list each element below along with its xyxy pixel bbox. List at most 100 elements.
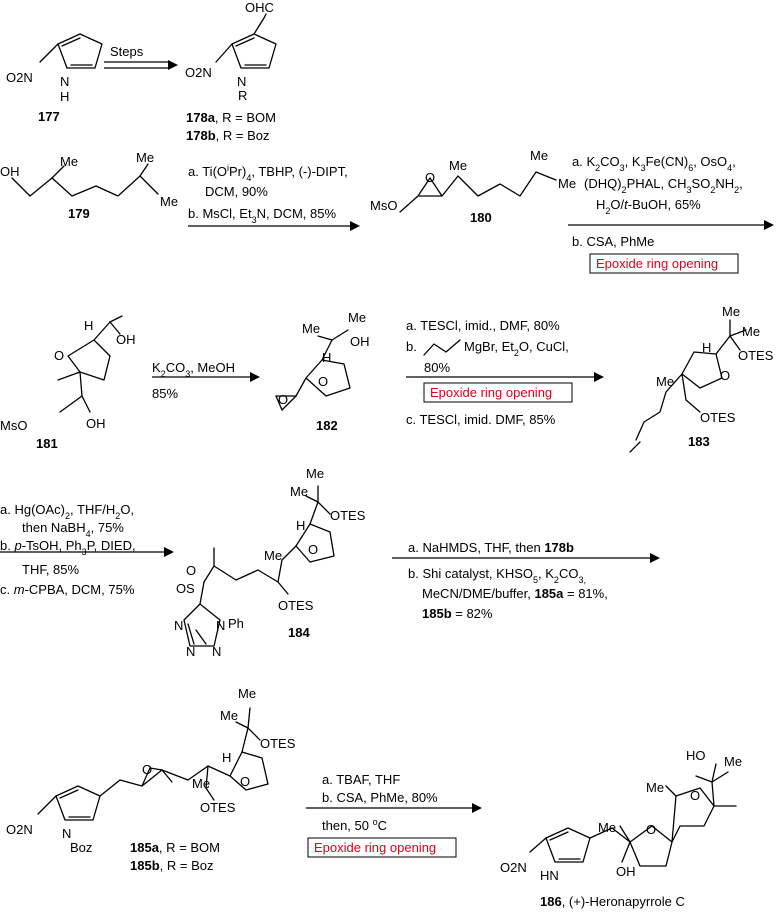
step-line: b. (406, 339, 417, 354)
atom-me: Me (264, 548, 282, 563)
atom-n: N (186, 644, 195, 659)
highlight-epoxide-ring-opening: Epoxide ring opening (430, 385, 552, 400)
atom-n: N (216, 618, 225, 633)
atom-o: O (142, 762, 152, 777)
label-185b: 185b (130, 858, 160, 873)
atom-o: O (186, 563, 196, 578)
atom-me: Me (238, 686, 256, 701)
atom-otes: OTES (200, 800, 236, 815)
atom-o: O (54, 348, 64, 363)
step-line: a. Hg(OAc)2, THF/H2O, (0, 502, 134, 521)
svg-text:178a, R = BOM: 178a, R = BOM (186, 110, 276, 125)
atom-ohc: OHC (245, 0, 274, 15)
atom-o: O (278, 392, 288, 407)
atom-otes: OTES (738, 348, 774, 363)
step-line: a. K2CO3, K3Fe(CN)6, OsO4, (572, 154, 736, 173)
svg-text:178b, R = Boz: 178b, R = Boz (186, 128, 269, 143)
step-1: Steps (104, 44, 178, 70)
atom-ph: Ph (228, 616, 244, 631)
highlight-box (423, 382, 573, 403)
step-line: then NaBH4, 75% (22, 520, 124, 539)
compound-label: 177 (38, 109, 60, 124)
atom-n: N (237, 74, 246, 89)
atom-me: Me (530, 148, 548, 163)
svg-text:185a, R = BOM: 185a, R = BOM (130, 840, 220, 855)
highlight-box (589, 253, 739, 274)
step-line: 80% (424, 360, 450, 375)
highlight-epoxide-ring-opening: Epoxide ring opening (314, 840, 436, 855)
atom-oh: OH (0, 164, 20, 179)
atom-me: Me (192, 776, 210, 791)
atom-o: O (720, 368, 730, 383)
step-8: a. TBAF, THF b. CSA, PhMe, 80% then, 50 … (306, 772, 482, 858)
atom-me: Me (598, 820, 616, 835)
atom-o2n: O2N (6, 70, 33, 85)
atom-boz: Boz (70, 840, 92, 855)
compound-label: 183 (688, 434, 710, 449)
atom-oh: OH (616, 864, 636, 879)
atom-me: Me (136, 150, 154, 165)
atom-o: O (318, 374, 328, 389)
atom-h: H (296, 518, 305, 533)
compound-label: 186 (540, 894, 562, 909)
atom-me: Me (160, 194, 178, 209)
compound-label: 181 (36, 436, 58, 451)
compound-label: 179 (68, 206, 90, 221)
atom-o: O (176, 581, 186, 596)
compound-label: 184 (288, 625, 310, 640)
step-line: MeCN/DME/buffer, 185a = 81%, (422, 586, 608, 601)
atom-o: O (240, 774, 250, 789)
allyl-group (423, 339, 461, 356)
label-178b: 178b (186, 128, 216, 143)
compound-label: 182 (316, 418, 338, 433)
atom-me: Me (742, 324, 760, 339)
atom-me: Me (302, 321, 320, 336)
atom-me: Me (558, 176, 576, 191)
compound-name: , (+)-Heronapyrrole C (562, 894, 685, 909)
atom-me: Me (306, 466, 324, 481)
atom-mso: MsO (0, 418, 27, 433)
atom-o: O (646, 822, 656, 837)
atom-h: H (222, 750, 231, 765)
step-line: b. MsCl, Et3N, DCM, 85% (188, 206, 336, 225)
step-line: b. p-TsOH, Ph3P, DIED, (0, 538, 136, 557)
atom-otes: OTES (260, 736, 296, 751)
atom-n: N (212, 644, 221, 659)
step-6: a. Hg(OAc)2, THF/H2O, then NaBH4, 75% b.… (0, 502, 174, 597)
step-line: (DHQ)2PHAL, CH3SO2NH2, (584, 176, 743, 195)
step-line: 185b = 82% (422, 606, 493, 621)
atom-otes: OTES (278, 598, 314, 613)
step-line: H2O/t-BuOH, 65% (596, 197, 701, 216)
step-line: c. TESCl, imid. DMF, 85% (406, 412, 556, 427)
atom-me: Me (449, 158, 467, 173)
step-line: THF, 85% (22, 562, 80, 577)
atom-oh: OH (116, 332, 136, 347)
step-label: Steps (110, 44, 144, 59)
step-line: 85% (152, 386, 178, 401)
atom-hn: HN (540, 868, 559, 883)
step-line: a. TBAF, THF (322, 772, 400, 787)
compound-180: MsO O Me Me Me 180 (370, 148, 576, 225)
highlight-epoxide-ring-opening: Epoxide ring opening (596, 256, 718, 271)
atom-oh: OH (350, 334, 370, 349)
compound-185: Me Me OTES H O Me O OTES O2N N Boz 185a,… (6, 686, 296, 873)
label-185a: 185a (130, 840, 160, 855)
atom-me: Me (348, 310, 366, 325)
atom-mso: MsO (370, 198, 397, 213)
step-4: K2CO3, MeOH 85% (152, 360, 260, 401)
atom-o2n: O2N (500, 860, 527, 875)
atom-h: H (60, 89, 69, 104)
step-3: a. K2CO3, K3Fe(CN)6, OsO4, (DHQ)2PHAL, C… (568, 154, 774, 274)
step-2: a. Ti(OiPr)4, TBHP, (-)-DIPT, DCM, 90% b… (188, 163, 360, 231)
atom-o: O (690, 788, 700, 803)
step-line: b. Shi catalyst, KHSO5, K2CO3, (408, 566, 586, 585)
label-178b-r: , R = Boz (216, 128, 270, 143)
atom-o: O (308, 542, 318, 557)
step-line: MgBr, Et2O, CuCl, (464, 339, 569, 358)
compound-183: Me Me H O OTES Me OTES 183 (629, 304, 774, 453)
step-line: b. CSA, PhMe, 80% (322, 790, 438, 805)
step-line: DCM, 90% (205, 184, 268, 199)
atom-me: Me (724, 754, 742, 769)
label-185b-r: , R = Boz (160, 858, 214, 873)
